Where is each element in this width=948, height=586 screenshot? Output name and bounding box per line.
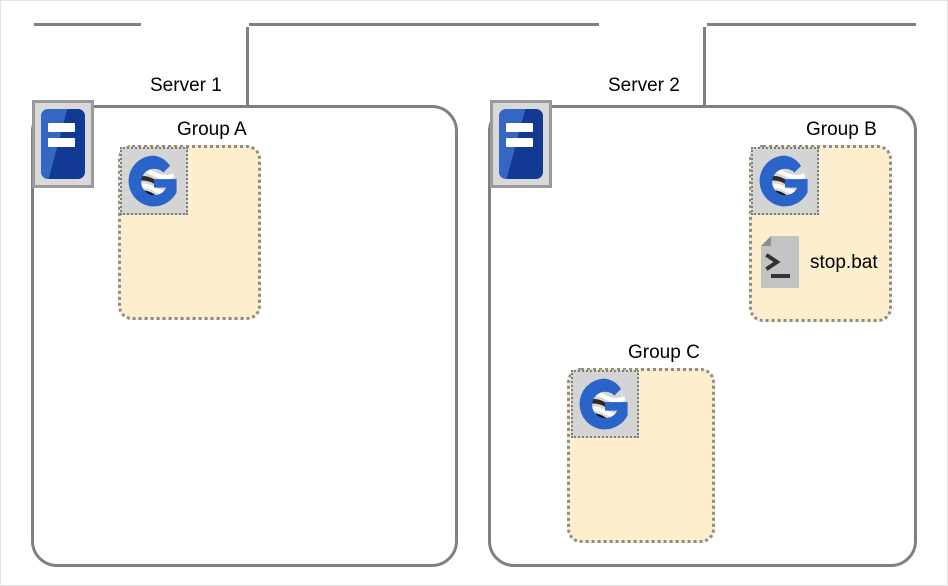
server-2-label: Server 2 — [601, 76, 687, 95]
file-entry-stop-bat[interactable]: stop.bat — [759, 234, 878, 290]
server-1-label-mask — [141, 22, 249, 27]
network-bus-line — [34, 23, 916, 26]
server-2-container[interactable] — [488, 105, 917, 567]
glassfish-instance-icon[interactable] — [751, 147, 819, 215]
server-1-connector-line — [246, 23, 249, 106]
glassfish-instance-icon[interactable] — [571, 370, 639, 438]
group-a-label: Group A — [177, 119, 247, 140]
bat-script-file-icon — [759, 234, 801, 290]
server-2-connector-line — [703, 23, 706, 106]
group-c-label: Group C — [628, 342, 700, 363]
server-1-container[interactable] — [31, 105, 458, 567]
server-machine-bar-bottom — [506, 138, 534, 148]
server-machine-icon — [490, 100, 552, 188]
server-machine-body — [499, 109, 543, 179]
server-machine-icon — [32, 100, 94, 188]
server-machine-bar-top — [506, 123, 534, 133]
glassfish-instance-icon[interactable] — [120, 147, 188, 215]
server-machine-bar-bottom — [48, 138, 76, 148]
server-1-label: Server 1 — [143, 76, 229, 95]
server-machine-bar-top — [48, 123, 76, 133]
group-b-label: Group B — [806, 119, 877, 140]
server-2-label-mask — [599, 22, 707, 27]
server-machine-body — [41, 109, 85, 179]
file-name-label: stop.bat — [810, 251, 878, 273]
